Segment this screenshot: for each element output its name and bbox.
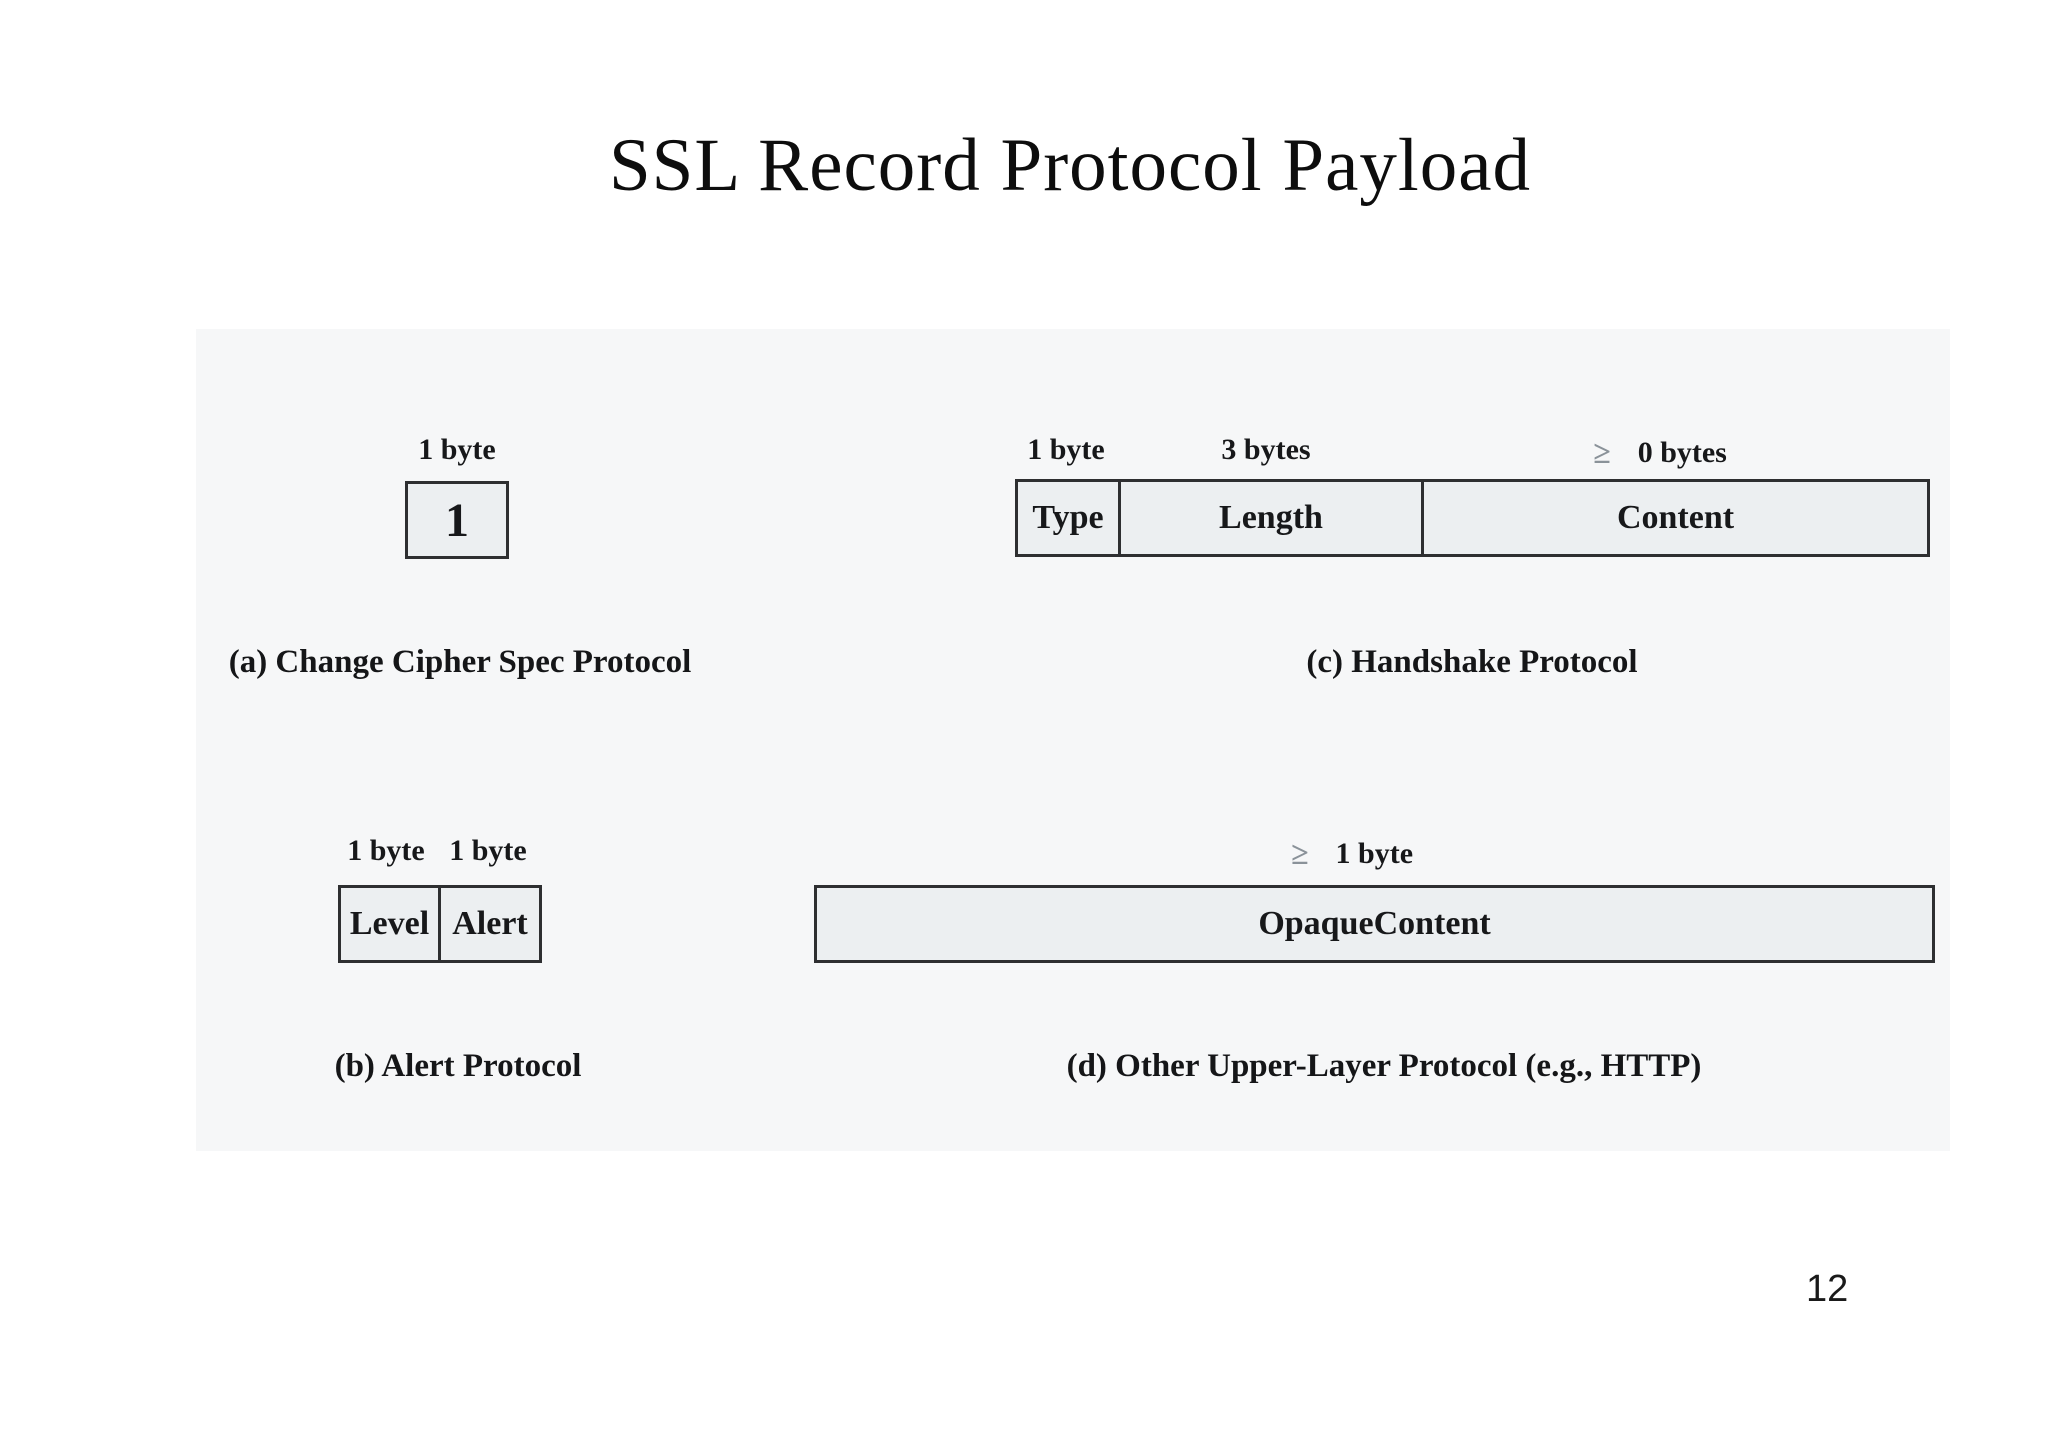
page-title: SSL Record Protocol Payload: [608, 124, 1532, 207]
size-label-text: 0 bytes: [1637, 436, 1727, 469]
field-cell-content: Content: [1421, 482, 1927, 554]
figure-panel: [196, 329, 1950, 1151]
greater-equal-icon: ≥: [1593, 434, 1611, 470]
size-label-c-length: 3 bytes: [1221, 435, 1310, 465]
size-label-text: 1 byte: [449, 834, 527, 867]
field-cell-type: Type: [1018, 482, 1118, 554]
size-label-b-level: 1 byte: [347, 836, 425, 866]
caption-other-upper-layer: (d) Other Upper-Layer Protocol (e.g., HT…: [1066, 1048, 1702, 1084]
caption-handshake: (c) Handshake Protocol: [1306, 644, 1638, 680]
size-label-text: 1 byte: [1027, 433, 1105, 466]
size-label-b-alert: 1 byte: [449, 836, 527, 866]
size-label-text: 1 byte: [347, 834, 425, 867]
field-row-change-cipher: 1: [405, 481, 509, 559]
field-row-opaque-content: OpaqueContent: [814, 885, 1935, 963]
field-row-handshake: Type Length Content: [1015, 479, 1930, 557]
size-label-d-opaque: ≥ 1 byte: [1291, 836, 1413, 869]
caption-change-cipher-spec: (a) Change Cipher Spec Protocol: [228, 644, 692, 680]
field-cell-opaque-content: OpaqueContent: [817, 888, 1932, 960]
page-number: 12: [1806, 1268, 1849, 1310]
caption-alert: (b) Alert Protocol: [334, 1048, 582, 1084]
greater-equal-icon: ≥: [1290, 835, 1309, 871]
field-cell-value-1: 1: [408, 484, 506, 556]
size-label-text: 1 byte: [418, 433, 496, 466]
size-label-c-content: ≥ 0 bytes: [1593, 435, 1727, 468]
size-label-a-1byte: 1 byte: [418, 435, 496, 465]
field-cell-length: Length: [1118, 482, 1421, 554]
field-row-alert: Level Alert: [338, 885, 542, 963]
field-cell-level: Level: [341, 888, 438, 960]
field-cell-alert: Alert: [438, 888, 539, 960]
size-label-c-type: 1 byte: [1027, 435, 1105, 465]
size-label-text: 3 bytes: [1221, 433, 1311, 466]
size-label-text: 1 byte: [1335, 837, 1414, 870]
